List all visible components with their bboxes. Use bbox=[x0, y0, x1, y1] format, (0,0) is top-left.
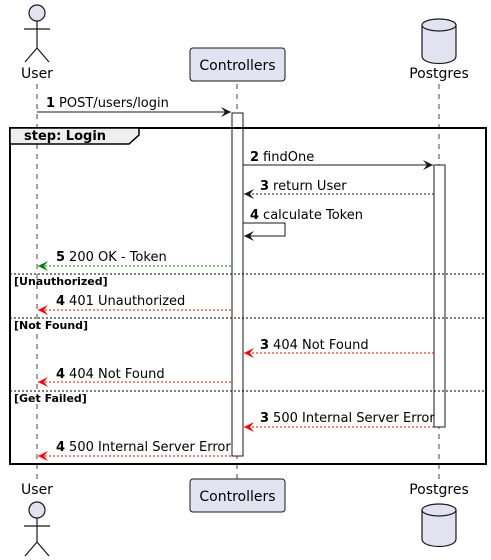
participant-box bbox=[189, 47, 286, 82]
message-text: 500 Internal Server Error bbox=[273, 411, 435, 426]
message-401: 4 401 Unauthorized bbox=[38, 294, 231, 315]
message-number: 4 bbox=[250, 208, 259, 223]
database-icon bbox=[421, 18, 457, 65]
section-label-unauthorized: [Unauthorized] bbox=[14, 275, 108, 288]
section-label-get-failed: [Get Failed] bbox=[14, 392, 87, 405]
activation-postgres bbox=[433, 164, 446, 428]
message-number: 3 bbox=[260, 338, 269, 353]
participant-label: User bbox=[21, 482, 53, 498]
message-2: 2 findOne bbox=[243, 150, 433, 170]
participant-postgres-bottom: Postgres bbox=[409, 482, 469, 548]
message-text: return User bbox=[273, 179, 347, 194]
message-404-db: 3 404 Not Found bbox=[244, 338, 434, 358]
message-text: POST/users/login bbox=[59, 96, 169, 111]
message-number: 4 bbox=[56, 367, 65, 382]
message-text: 404 Not Found bbox=[69, 367, 165, 382]
participant-box bbox=[189, 478, 286, 513]
message-arrow bbox=[243, 222, 286, 241]
message-404-user: 4 404 Not Found bbox=[38, 367, 231, 387]
message-text: 200 OK - Token bbox=[69, 250, 167, 265]
message-number: 3 bbox=[260, 411, 269, 426]
message-500-user: 4 500 Internal Server Error bbox=[38, 440, 231, 461]
message-5: 5 200 OK - Token bbox=[38, 250, 231, 271]
participant-label: Postgres bbox=[409, 482, 469, 498]
participant-label: Postgres bbox=[409, 66, 469, 82]
activation-controllers bbox=[231, 112, 244, 457]
message-text: findOne bbox=[263, 150, 314, 165]
group-title: step: Login bbox=[24, 129, 106, 144]
message-number: 1 bbox=[46, 96, 55, 111]
message-number: 2 bbox=[250, 150, 259, 165]
participant-label: User bbox=[21, 66, 53, 82]
message-text: 401 Unauthorized bbox=[69, 294, 185, 309]
message-4-self: 4 calculate Token bbox=[243, 208, 363, 241]
participant-user-top: User bbox=[21, 4, 53, 82]
message-number: 4 bbox=[56, 294, 65, 309]
participant-controllers-top: Controllers bbox=[189, 47, 286, 82]
message-text: 404 Not Found bbox=[273, 338, 369, 353]
message-text: 500 Internal Server Error bbox=[69, 440, 231, 455]
group-border bbox=[9, 127, 487, 465]
group-title-tab bbox=[9, 127, 140, 145]
message-number: 4 bbox=[56, 440, 65, 455]
participant-postgres-top: Postgres bbox=[409, 18, 469, 82]
group-frame: step: Login [Unauthorized] [Not Found] [… bbox=[9, 127, 487, 465]
section-label-not-found: [Not Found] bbox=[14, 319, 88, 332]
database-icon bbox=[421, 503, 457, 548]
participant-user-bottom: User bbox=[21, 482, 53, 557]
participant-controllers-bottom: Controllers bbox=[189, 478, 286, 513]
message-number: 5 bbox=[56, 250, 65, 265]
message-number: 3 bbox=[260, 179, 269, 194]
message-500-db: 3 500 Internal Server Error bbox=[244, 411, 435, 432]
actor-icon bbox=[24, 4, 50, 63]
message-3: 3 return User bbox=[244, 179, 434, 199]
message-1: 1 POST/users/login bbox=[37, 96, 231, 117]
actor-icon bbox=[24, 501, 50, 557]
participant-label: Controllers bbox=[199, 489, 275, 505]
participant-label: Controllers bbox=[199, 58, 275, 74]
message-text: calculate Token bbox=[263, 208, 363, 223]
